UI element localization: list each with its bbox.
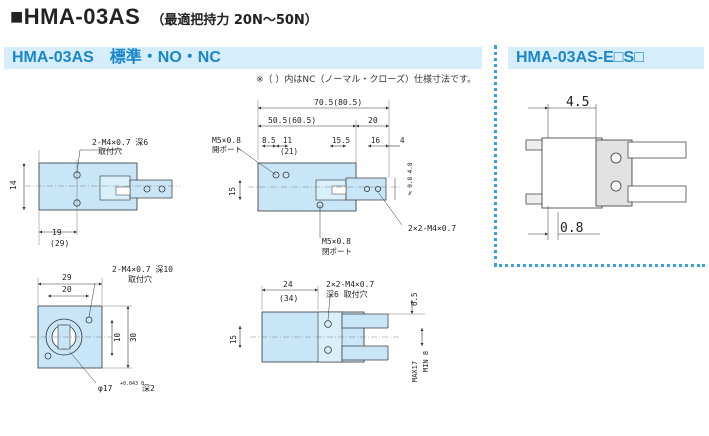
label-close-port: 閉ポート bbox=[322, 247, 352, 256]
option-frame bbox=[494, 45, 705, 267]
front-view-left bbox=[22, 149, 180, 245]
dim-20-end: 20 bbox=[62, 285, 72, 294]
dim-4: 4 bbox=[400, 136, 405, 145]
nc-note: ※（ ）内はNC（ノーマル・クローズ）仕様寸法です。 bbox=[256, 75, 477, 85]
dim-stroke-range: ≒ 0.8 4.8 bbox=[407, 162, 414, 195]
dim-15-side: 15 bbox=[228, 187, 237, 196]
dim-70-5: 70.5(80.5) bbox=[314, 98, 362, 107]
dim-2x2-m4-side: 2×2-M4×0.7 bbox=[326, 280, 374, 289]
dim-0-8: 0.8 bbox=[560, 221, 583, 236]
dim-min8: MIN 8 bbox=[422, 351, 430, 372]
dim-depth6-mount: 深6 取付穴 bbox=[326, 289, 368, 299]
dim-depth2: 深2 bbox=[142, 384, 155, 393]
end-view bbox=[30, 278, 132, 384]
dim-m5-close: M5×0.8 bbox=[322, 237, 351, 246]
label-open-port: 開ポート bbox=[212, 145, 242, 154]
dim-50-5: 50.5(60.5) bbox=[268, 116, 316, 125]
dim-34-nc: (34) bbox=[279, 294, 298, 303]
dim-21-nc: (21) bbox=[280, 147, 298, 156]
dim-15-side-view: 15 bbox=[229, 335, 238, 344]
dim-phi17: φ17 bbox=[98, 384, 113, 393]
label-mount-hole: 取付穴 bbox=[98, 146, 122, 156]
grip-force-subtitle: （最適把持力 20N～50N） bbox=[151, 13, 318, 28]
dim-20: 20 bbox=[368, 116, 378, 125]
dim-29-nc: (29) bbox=[50, 239, 69, 248]
dim-4-5: 4.5 bbox=[566, 95, 589, 110]
front-view-right bbox=[237, 100, 403, 238]
dim-2m4-depth6: 2-M4×0.7 深6 bbox=[92, 138, 148, 147]
label-mount-hole-2: 取付穴 bbox=[128, 274, 152, 284]
dim-19: 19 bbox=[52, 228, 62, 237]
standard-section-header: HMA-03AS 標準・NO・NC bbox=[4, 47, 482, 69]
side-view bbox=[238, 286, 425, 363]
dim-11: 11 bbox=[283, 136, 292, 145]
dim-phi17-tolerance: +0.043 0 bbox=[120, 381, 144, 387]
dim-30: 30 bbox=[129, 332, 138, 342]
dim-10: 10 bbox=[113, 332, 122, 342]
dim-max17: MAX17 bbox=[411, 361, 419, 382]
dim-16: 16 bbox=[371, 136, 381, 145]
page-title: ■HMA-03AS （最適把持力 20N～50N） bbox=[10, 4, 318, 30]
dim-24: 24 bbox=[283, 280, 293, 289]
dim-14: 14 bbox=[9, 180, 18, 190]
dim-29-end: 29 bbox=[62, 273, 72, 282]
dim-2m4-depth10: 2-M4×0.7 深10 bbox=[112, 265, 173, 274]
dim-6-5: 6.5 bbox=[410, 292, 419, 306]
option-section-header: HMA-03AS-E□S□ bbox=[508, 47, 704, 69]
dim-m5-open: M5×0.8 bbox=[212, 136, 241, 145]
option-view bbox=[525, 104, 687, 240]
dim-8-5: 8.5 bbox=[262, 136, 276, 145]
dim-15-5: 15.5 bbox=[332, 136, 350, 145]
model-title: ■HMA-03AS bbox=[10, 4, 141, 29]
dim-2x2-m4: 2×2-M4×0.7 bbox=[408, 224, 456, 233]
